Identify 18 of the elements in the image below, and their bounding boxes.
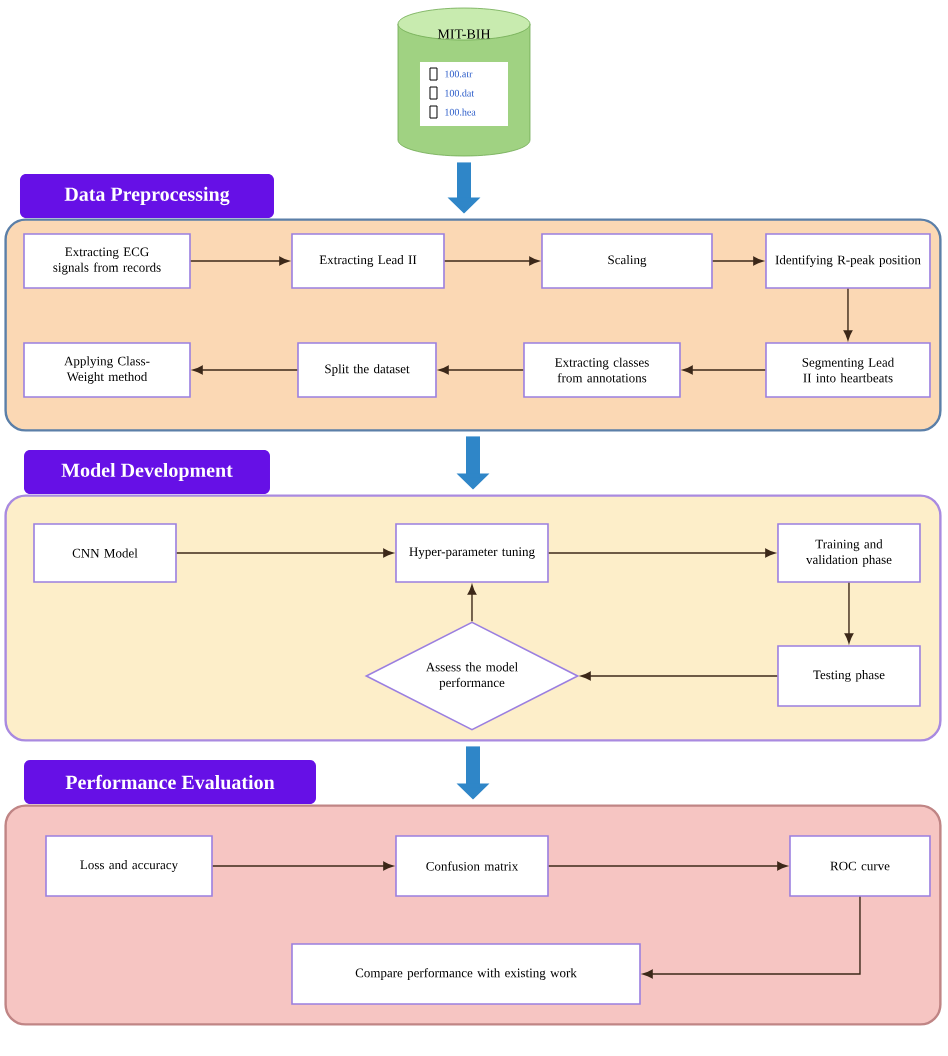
arrow xyxy=(642,896,861,979)
section-tab: Performance Evaluation xyxy=(24,760,316,804)
arrow xyxy=(176,548,394,558)
section-tab: Model Development xyxy=(24,450,270,494)
arrow xyxy=(212,861,394,871)
arrow xyxy=(580,671,778,681)
arrow xyxy=(682,365,766,375)
arrow xyxy=(190,256,290,266)
arrow xyxy=(548,548,776,558)
section-tab: Data Preprocessing xyxy=(20,174,274,218)
arrow xyxy=(467,584,477,622)
arrow xyxy=(192,365,298,375)
arrow xyxy=(712,256,764,266)
arrow xyxy=(438,365,524,375)
arrow xyxy=(844,582,854,644)
arrow xyxy=(843,288,853,341)
arrow xyxy=(548,861,788,871)
arrow xyxy=(444,256,540,266)
